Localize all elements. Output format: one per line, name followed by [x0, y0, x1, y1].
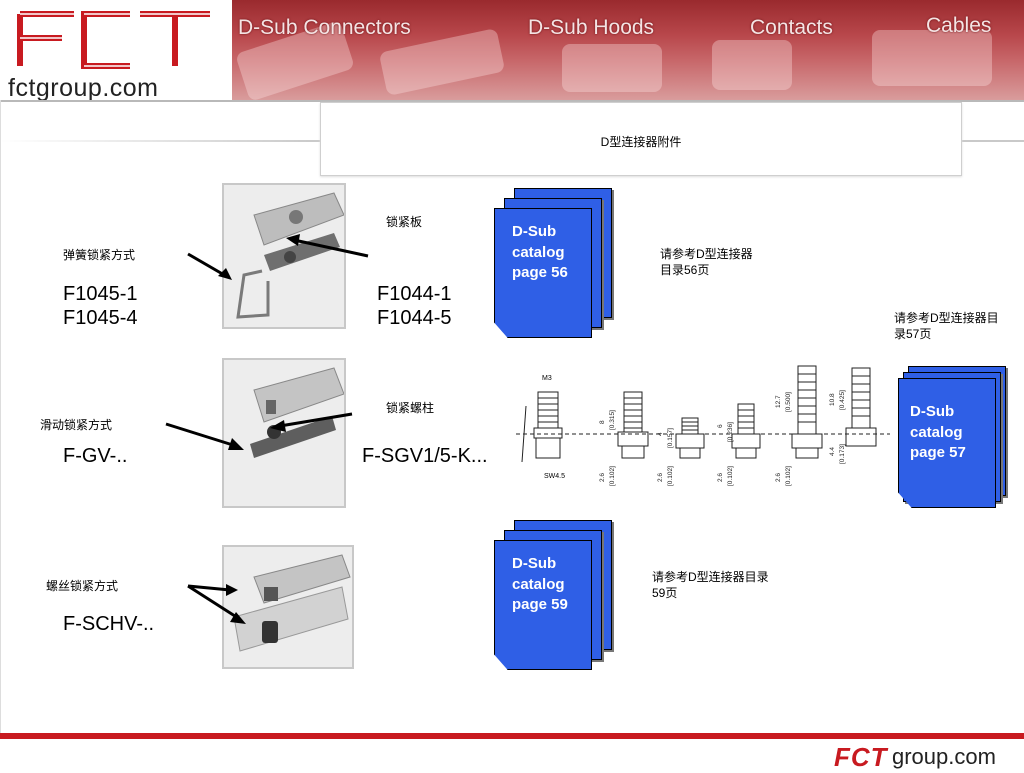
dim-label-in: [0.500]	[785, 392, 792, 412]
part-number: F-SGV1/5-K...	[362, 445, 488, 467]
dim-label: 8	[599, 420, 606, 424]
dim-label: 10.8	[829, 393, 836, 406]
fct-logo-mark	[17, 11, 210, 69]
lock-stud-label: 锁紧螺柱	[386, 401, 435, 415]
nav-cables[interactable]: Cables	[926, 14, 992, 37]
footer-logo-fct[interactable]: FCT	[834, 742, 888, 772]
hood-photo	[562, 44, 662, 92]
footer-logo-group[interactable]: group.com	[892, 744, 996, 769]
logo[interactable]: fctgroup.com	[0, 0, 233, 102]
catalog-label: D-Sub catalog page 57	[910, 403, 966, 461]
slide-lock-photo	[222, 358, 346, 508]
catalog-label: D-Sub catalog page 59	[512, 555, 568, 613]
slide-lock-label: 滑动锁紧方式	[40, 418, 113, 432]
title-box: D型连接器附件	[320, 102, 962, 176]
dim-label-in: [0.157]	[667, 428, 674, 448]
catalog-note: 请参考D型连接器目录59页	[652, 570, 769, 600]
pointer-arrow	[286, 234, 369, 258]
catalog-note: 请参考D型连接器目录56页	[660, 247, 753, 277]
stud-dimension-drawing: M3 SW4.5 8 [0.315] 4 [0.157] 6 [0.236] 1…	[516, 365, 890, 486]
dim-label-in: [0.315]	[609, 410, 616, 430]
divider	[962, 140, 1024, 142]
catalog-link-57[interactable]: D-Sub catalog page 57	[898, 366, 1018, 526]
spring-lock-photo	[222, 183, 346, 329]
header-banner: D-Sub Connectors D-Sub Hoods Contacts Ca…	[232, 0, 1024, 100]
part-number: F-SCHV-..	[63, 613, 155, 635]
dim-label: 4.4	[829, 447, 836, 456]
pointer-arrow	[187, 252, 232, 280]
screw-lock-image	[224, 547, 352, 667]
divider	[0, 140, 320, 142]
dim-label: 2.6	[657, 473, 664, 482]
dim-label-in: [0.173]	[839, 444, 846, 464]
dim-label: 2.6	[717, 473, 724, 482]
nav-contacts[interactable]: Contacts	[750, 16, 833, 39]
nav-dsub-hoods[interactable]: D-Sub Hoods	[528, 16, 655, 39]
contact-photo	[712, 40, 792, 90]
part-number: F-GV-..	[63, 445, 128, 467]
logo-url: fctgroup.com	[8, 74, 159, 102]
slide-lock-image	[224, 360, 344, 506]
part-number: F1044-5	[377, 307, 452, 329]
catalog-link-56[interactable]: D-Sub catalog page 56	[494, 188, 614, 348]
lock-plate-label: 锁紧板	[386, 215, 423, 229]
spring-lock-image	[224, 185, 344, 327]
part-number: F1045-1	[63, 283, 138, 305]
screw-lock-photo	[222, 545, 354, 669]
part-number: F1044-1	[377, 283, 452, 305]
divider	[0, 100, 1, 735]
catalog-link-59[interactable]: D-Sub catalog page 59	[494, 520, 614, 680]
dim-label-in: [0.236]	[727, 422, 734, 442]
dim-label: 2.6	[775, 473, 782, 482]
nav-dsub-connectors[interactable]: D-Sub Connectors	[238, 16, 411, 39]
dim-label: 6	[717, 424, 724, 428]
thread-label: M3	[542, 375, 552, 382]
dim-label: 12.7	[775, 395, 782, 408]
spring-lock-label: 弹簧锁紧方式	[63, 248, 136, 262]
pointer-arrow	[187, 584, 246, 624]
part-number: F1045-4	[63, 307, 138, 329]
dim-label-in: [0.102]	[785, 466, 792, 486]
footer-divider	[0, 733, 1024, 739]
page-title: D型连接器附件	[600, 135, 682, 149]
dim-label-in: [0.102]	[727, 466, 734, 486]
catalog-note: 请参考D型连接器目录57页	[894, 311, 999, 341]
dim-label-in: [0.425]	[839, 390, 846, 410]
dim-label-in: [0.102]	[667, 466, 674, 486]
catalog-label: D-Sub catalog page 56	[512, 223, 568, 281]
dim-label: 4	[657, 432, 664, 436]
dim-label-in: [0.102]	[609, 466, 616, 486]
pointer-arrow	[270, 412, 353, 432]
header-divider	[0, 100, 1024, 102]
screw-lock-label: 螺丝锁紧方式	[46, 579, 119, 593]
header: fctgroup.com D-Sub Connectors D-Sub Hood…	[0, 0, 1024, 102]
pointer-arrow	[165, 422, 244, 450]
dim-label: 2.6	[599, 473, 606, 482]
cable-photo	[872, 30, 992, 86]
wrench-label: SW4.5	[544, 473, 565, 480]
